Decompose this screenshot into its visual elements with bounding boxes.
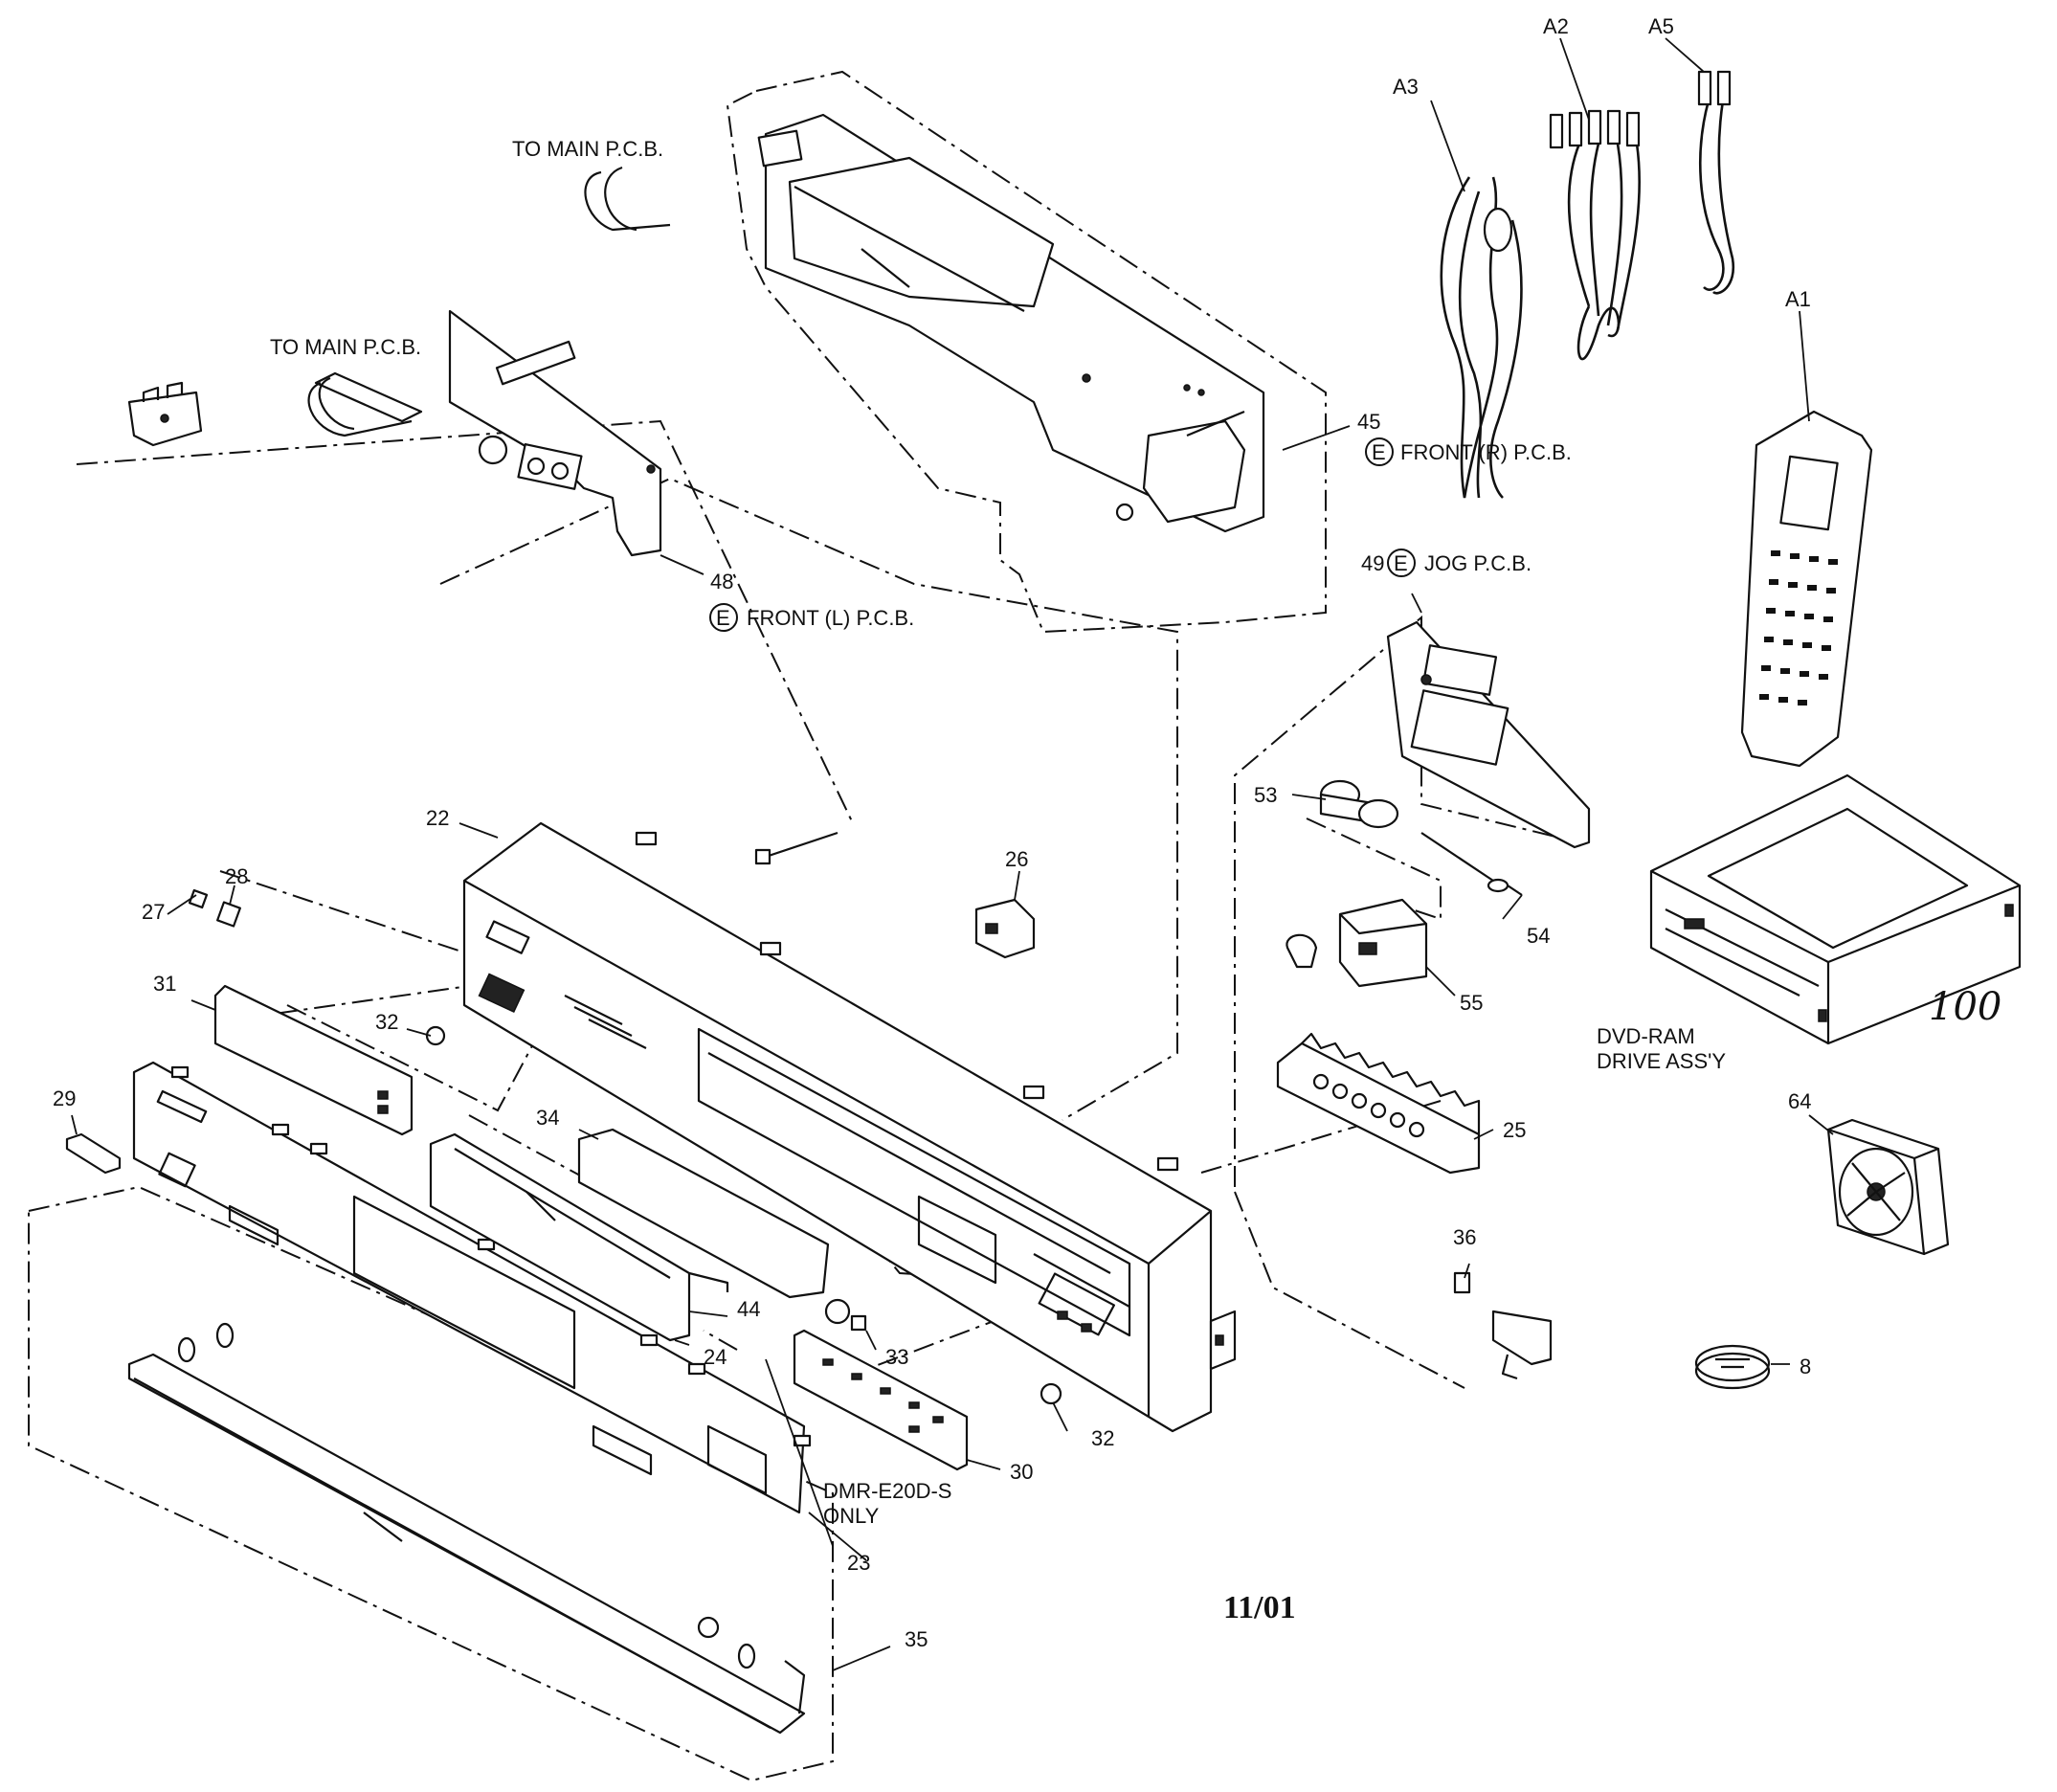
callout-45: 45 [1357, 410, 1380, 434]
to-main-pcb-label-left: TO MAIN P.C.B. [270, 335, 421, 359]
dvd-ram-label-line1: DVD-RAM [1597, 1024, 1695, 1048]
callout-53: 53 [1254, 783, 1277, 807]
jog-pcb-49 [1386, 620, 1591, 849]
holder-26 [974, 898, 1036, 959]
callout-64: 64 [1788, 1089, 1811, 1113]
callout-34: 34 [536, 1106, 559, 1130]
callout-numbers: A3 A2 A5 A1 45 48 49 53 54 55 25 36 64 8… [53, 14, 1811, 1651]
door-35 [127, 1322, 806, 1735]
display-window-24 [429, 1132, 691, 1342]
callout-32-lower: 32 [1091, 1426, 1114, 1450]
front-l-pcb-48 [314, 309, 662, 557]
cable-A5 [1697, 70, 1735, 295]
leader-lines [71, 37, 1834, 1671]
knob-32 [425, 1025, 1062, 1405]
callout-36: 36 [1453, 1225, 1476, 1249]
model-note-line2: ONLY [823, 1504, 880, 1528]
handwritten-number: 100 [1929, 985, 2001, 1029]
model-note-line1: DMR-E20D-S [823, 1479, 951, 1503]
front-r-pcb-45 [757, 113, 1265, 533]
callout-49: 49 [1361, 551, 1384, 575]
dvd-ram-label-line2: DRIVE ASS'Y [1597, 1049, 1726, 1073]
callout-A5: A5 [1648, 14, 1674, 38]
date-stamp: 11/01 [1223, 1590, 1296, 1625]
callout-35: 35 [905, 1627, 928, 1651]
part-34 [577, 1128, 830, 1299]
jog-pcb-label: JOG P.C.B. [1424, 551, 1532, 575]
part-29 [65, 1132, 122, 1175]
front-r-pcb-label: FRONT (R) P.C.B. [1400, 440, 1572, 464]
callout-48: 48 [710, 570, 733, 594]
callout-44: 44 [737, 1297, 760, 1321]
part-33 [824, 1298, 867, 1332]
callout-A2: A2 [1543, 14, 1569, 38]
front-panel-23 [132, 1061, 812, 1514]
parts-27-28 [188, 888, 241, 928]
jog-knob-53 [1319, 779, 1399, 829]
callout-54: 54 [1527, 924, 1550, 948]
callout-24: 24 [704, 1345, 727, 1369]
callout-32-upper: 32 [375, 1010, 398, 1034]
part-8 [1694, 1344, 1771, 1390]
e-mark-front-l: E [716, 606, 730, 630]
callout-23: 23 [847, 1551, 870, 1575]
light-guide-31 [213, 984, 414, 1136]
jack-board-25 [1276, 1032, 1481, 1175]
mounting-bracket [127, 381, 203, 447]
e-mark-front-r: E [1372, 440, 1386, 464]
callout-25: 25 [1503, 1118, 1526, 1142]
ribbon-cables [307, 166, 671, 437]
dvd-ram-drive-assembly [1649, 773, 2022, 1045]
callout-A3: A3 [1393, 75, 1419, 99]
front-l-pcb-label: FRONT (L) P.C.B. [747, 606, 914, 630]
remote-control-A1 [1740, 410, 1873, 768]
callout-22: 22 [426, 806, 449, 830]
switch-55 [1286, 898, 1428, 988]
callout-28: 28 [225, 864, 248, 888]
e-mark-jog: E [1394, 551, 1408, 575]
callout-A1: A1 [1785, 287, 1811, 311]
callout-27: 27 [142, 900, 165, 924]
part-30 [793, 1329, 969, 1471]
bracket-36 [1453, 1271, 1553, 1380]
shaft-54 [1420, 832, 1523, 896]
callout-55: 55 [1460, 991, 1483, 1015]
callout-31: 31 [153, 972, 176, 996]
to-main-pcb-label-upper: TO MAIN P.C.B. [512, 137, 663, 161]
screw [754, 831, 838, 865]
callout-33: 33 [885, 1345, 908, 1369]
cooling-fan-64 [1826, 1118, 1950, 1256]
text-labels: TO MAIN P.C.B. TO MAIN P.C.B. E FRONT (R… [270, 137, 2001, 1625]
front-chassis-22 [462, 821, 1237, 1433]
cable-A3 [1440, 176, 1523, 499]
callout-30: 30 [1010, 1460, 1033, 1484]
part-44 [688, 1271, 729, 1292]
callout-26: 26 [1005, 847, 1028, 871]
callout-8: 8 [1800, 1355, 1811, 1378]
cable-A2 [1549, 109, 1642, 361]
callout-29: 29 [53, 1086, 76, 1110]
